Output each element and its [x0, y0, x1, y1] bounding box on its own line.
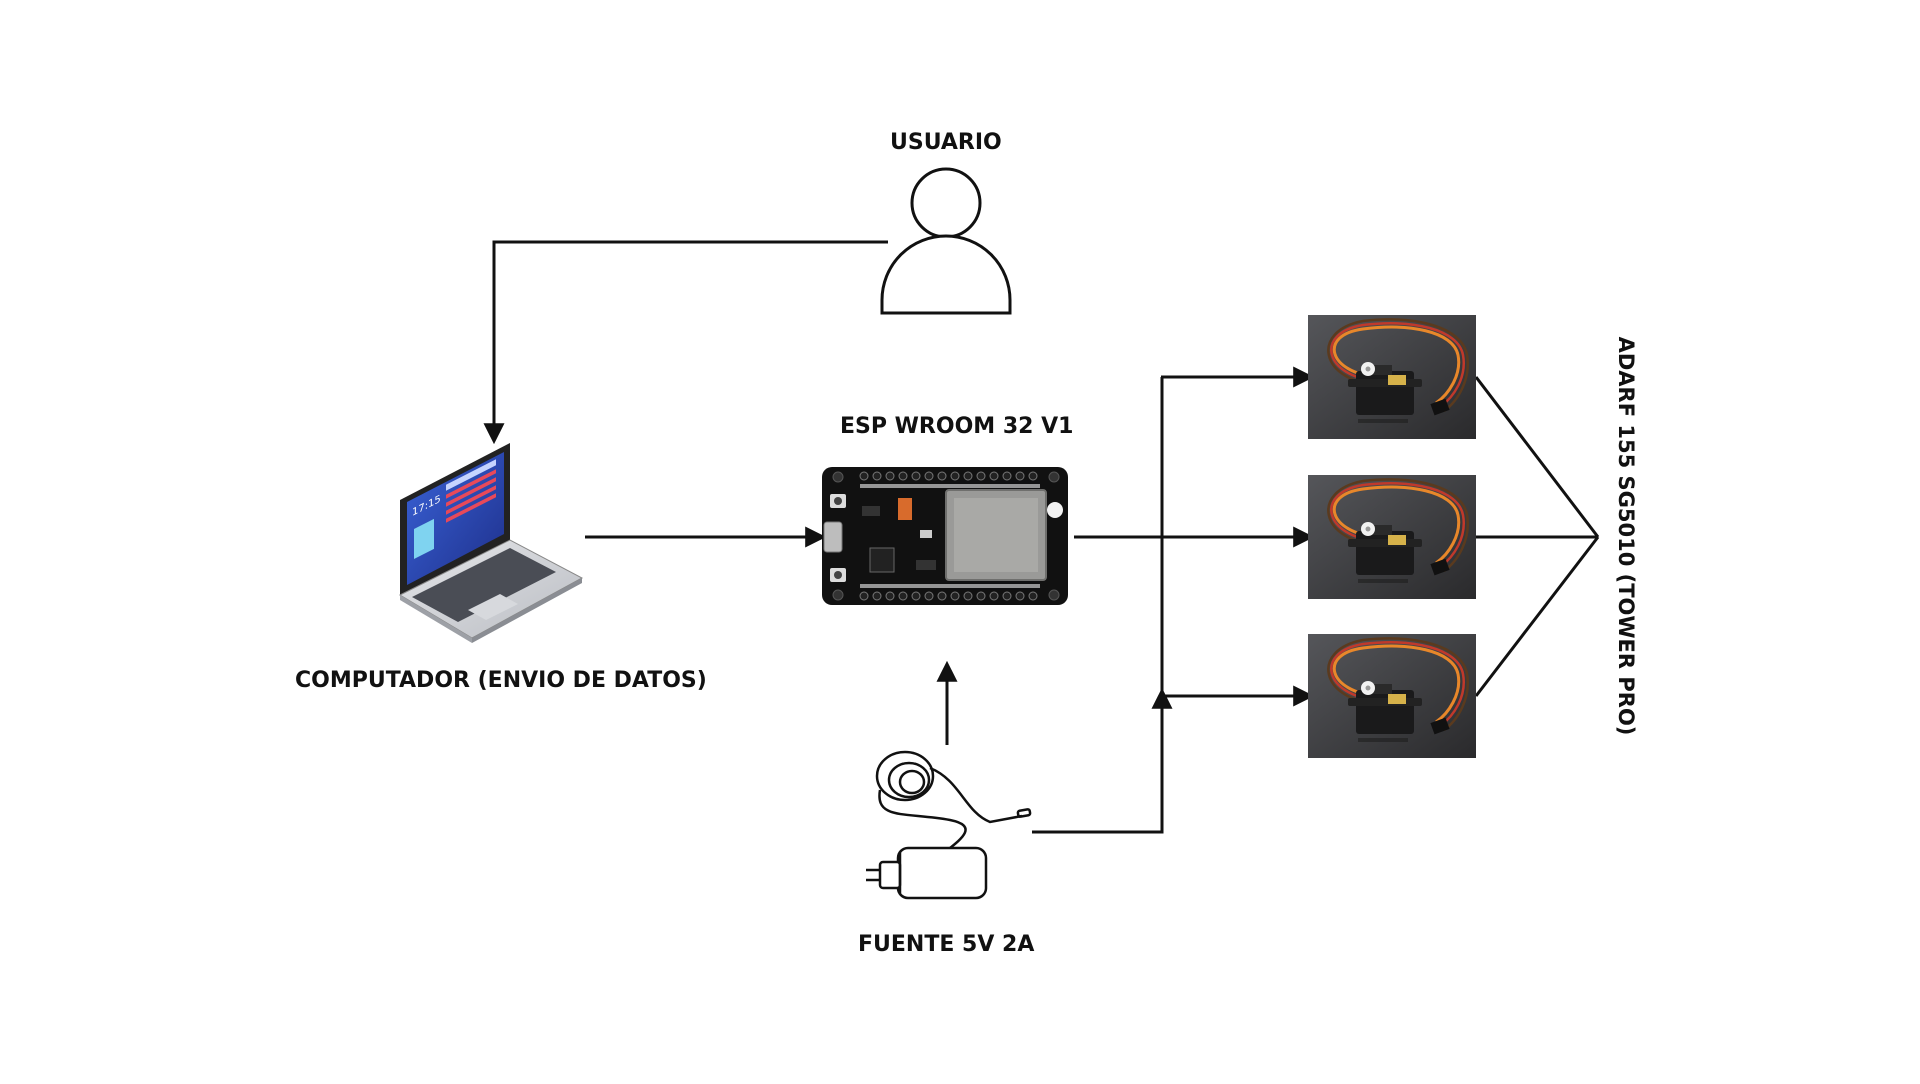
servo-motor-icon — [1306, 632, 1478, 760]
servo-motor-icon — [1306, 313, 1478, 441]
laptop-icon: 17:15 — [398, 443, 584, 643]
edge-power-to-bus — [1032, 687, 1173, 834]
esp-label: ESP WROOM 32 V1 — [840, 414, 1074, 439]
servo-group-label: ADARF 155 SG5010 (TOWER PRO) — [1614, 336, 1638, 736]
computer-label: COMPUTADOR (ENVIO DE DATOS) — [295, 668, 707, 693]
edge-user-to-computer — [483, 240, 888, 445]
bracket-line-servo-3 — [1474, 536, 1600, 697]
servo-motor-icon — [1306, 473, 1478, 601]
power-supply-label: FUENTE 5V 2A — [858, 932, 1035, 957]
power-adapter-icon — [866, 750, 1032, 900]
user-label: USUARIO — [890, 130, 1002, 155]
bracket-line-servo-1 — [1474, 376, 1600, 538]
user-icon — [880, 167, 1012, 315]
esp32-board-icon — [822, 467, 1068, 605]
